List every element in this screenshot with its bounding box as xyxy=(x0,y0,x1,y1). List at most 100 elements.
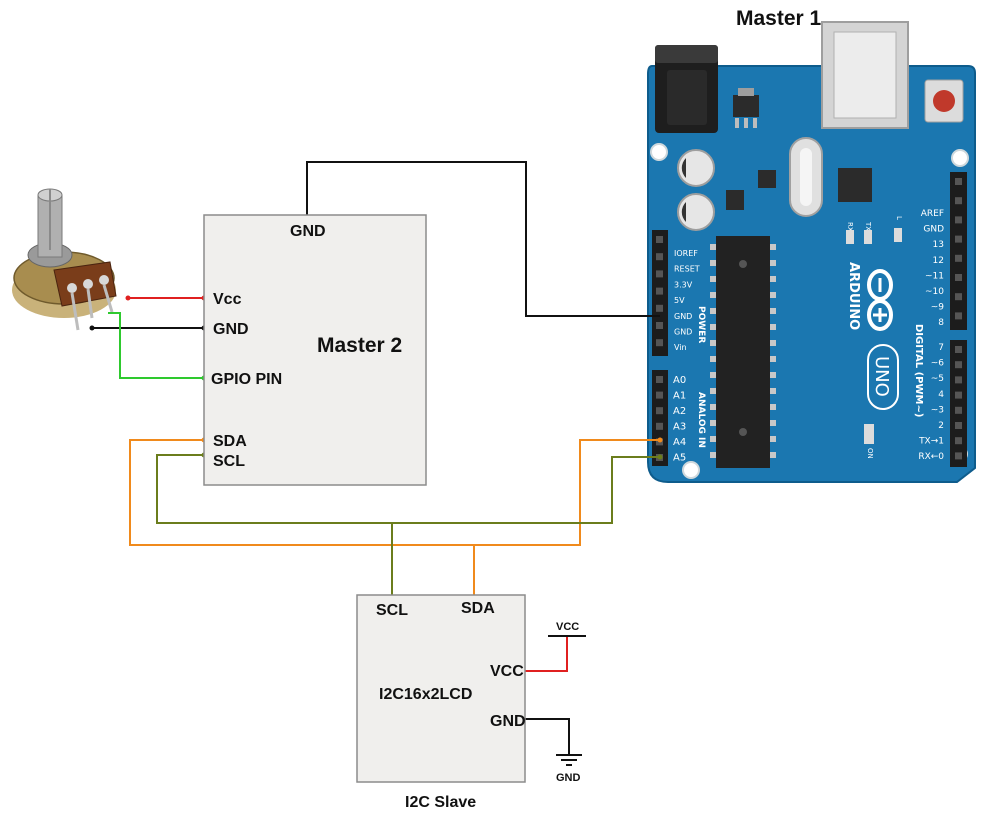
digital-pin-label: 8 xyxy=(938,318,944,328)
chip-pin xyxy=(710,356,716,362)
header-hole xyxy=(955,216,962,224)
digital-pin-label: RX←0 xyxy=(918,452,944,462)
digital-pin-label: ~6 xyxy=(931,359,945,369)
gnd-symbol-label: GND xyxy=(556,772,581,784)
digital-header-top xyxy=(950,172,967,330)
chip-pin xyxy=(710,372,716,378)
wires xyxy=(89,161,663,755)
header-hole xyxy=(955,197,962,205)
digital-pin-label: 12 xyxy=(933,256,944,266)
usb-chip xyxy=(838,168,872,202)
lcd-slave-module: SCL SDA VCC I2C16x2LCD GND I2C Slave xyxy=(356,594,526,811)
header-hole xyxy=(955,235,962,243)
digital-pin-label: AREF xyxy=(921,209,944,219)
header-hole xyxy=(955,346,962,353)
led-l xyxy=(894,228,902,242)
header-hole xyxy=(656,253,663,261)
chip-pin xyxy=(770,372,776,378)
wire-gpio-pot xyxy=(108,312,204,379)
led-l-label: L xyxy=(895,216,903,220)
chip-pin xyxy=(710,292,716,298)
header-hole xyxy=(656,407,663,415)
small-ic xyxy=(726,190,744,210)
reg-leg xyxy=(735,118,739,128)
dc-jack-top xyxy=(655,45,718,63)
usb-connector-inner xyxy=(833,31,897,119)
lcd-name-label: I2C16x2LCD xyxy=(379,686,472,703)
wire-end xyxy=(657,437,663,443)
potentiometer xyxy=(12,188,117,331)
chip-pin xyxy=(710,452,716,458)
chip-pin xyxy=(710,260,716,266)
chip-pin xyxy=(770,308,776,314)
chip-pin xyxy=(770,260,776,266)
chip-dot xyxy=(739,428,747,436)
reg-leg xyxy=(744,118,748,128)
wire-end xyxy=(657,454,663,460)
digital-pin-label: 7 xyxy=(938,343,944,353)
power-pin-label: 5V xyxy=(674,296,685,305)
master1-title: Master 1 xyxy=(736,7,822,30)
digital-pin-label: ~11 xyxy=(925,271,944,281)
chip-pin xyxy=(770,452,776,458)
header-hole xyxy=(955,437,962,445)
digital-pin-label: ~10 xyxy=(925,287,944,297)
vcc-symbol-label: VCC xyxy=(556,621,579,633)
power-pin-label: GND xyxy=(674,312,692,321)
reset-button-cap xyxy=(933,90,955,112)
analog-pin-label: A1 xyxy=(673,391,686,402)
lcd-box xyxy=(356,594,526,783)
chip-dot xyxy=(739,260,747,268)
analog-pin-label: A4 xyxy=(673,437,686,448)
master2-sda-label: SDA xyxy=(213,433,247,450)
lcd-scl-label: SCL xyxy=(376,602,408,619)
power-pin-label: Vin xyxy=(674,343,687,352)
header-hole xyxy=(955,254,962,262)
header-hole xyxy=(955,406,962,414)
header-hole xyxy=(656,376,663,383)
model-label: UNO xyxy=(871,356,892,397)
digital-pin-label: 2 xyxy=(938,421,944,431)
led-tx xyxy=(864,230,872,244)
chip-pin xyxy=(710,420,716,426)
uno-badge xyxy=(867,344,899,410)
header-hole xyxy=(955,361,962,369)
chip-pin xyxy=(770,356,776,362)
wire-scl-master2 xyxy=(156,454,660,524)
header-hole xyxy=(955,422,962,429)
chip-pin xyxy=(770,436,776,442)
digital-header-label: DIGITAL (PWM~) xyxy=(913,324,924,417)
analog-pin-label: A3 xyxy=(673,422,686,433)
pot-terminal xyxy=(83,279,93,289)
digital-pin-label: GND xyxy=(923,225,944,235)
brand-label: ARDUINO xyxy=(846,262,861,330)
wire-gnd-master2-arduino xyxy=(306,161,660,317)
chip-pins xyxy=(710,244,776,458)
chip-pin xyxy=(710,388,716,394)
digital-pin-label: TX→1 xyxy=(918,437,944,447)
master2-vcc-label: Vcc xyxy=(213,291,242,308)
voltage-regulator xyxy=(733,95,759,117)
capacitor-mark xyxy=(681,158,686,178)
on-led xyxy=(864,424,874,444)
digital-pin-label: ~3 xyxy=(931,405,944,415)
chip-pin xyxy=(770,276,776,282)
lcd-vcc-label: VCC xyxy=(490,663,524,680)
wire-vcc-lcd xyxy=(525,636,568,672)
on-label: ON xyxy=(866,448,874,459)
arduino-logo xyxy=(867,269,893,331)
led-rx xyxy=(846,230,854,244)
header-hole xyxy=(656,339,663,347)
header-hole xyxy=(656,391,663,399)
chip-pin xyxy=(710,436,716,442)
digital-pin-label: 4 xyxy=(938,390,944,400)
pot-terminal xyxy=(67,283,77,293)
master2-gnd-label: GND xyxy=(290,223,326,240)
regulator-tab xyxy=(738,88,754,96)
small-ic xyxy=(758,170,776,188)
capacitor-mark xyxy=(681,202,686,222)
header-hole xyxy=(955,452,962,460)
wire-end xyxy=(89,325,95,331)
